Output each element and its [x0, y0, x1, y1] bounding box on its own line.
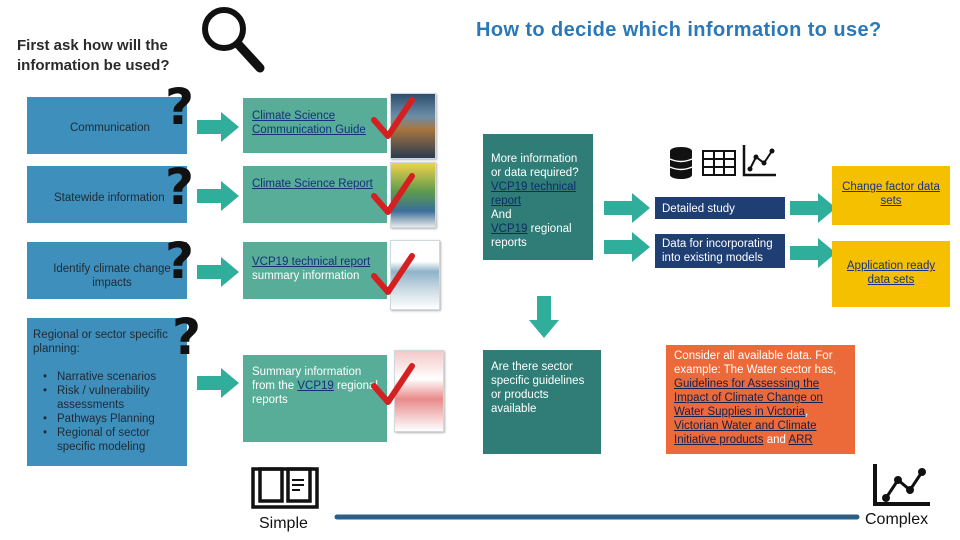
- line-chart-icon: [873, 464, 930, 506]
- technical-report-thumbnail[interactable]: [390, 240, 440, 310]
- arrow-icon: [197, 368, 239, 398]
- check-icon: [371, 253, 415, 295]
- consider-text: Consider all available data. For example…: [674, 350, 837, 376]
- and-text: and: [763, 434, 789, 446]
- scale-line: [334, 514, 860, 520]
- consider-data-box: Consider all available data. For example…: [666, 345, 855, 454]
- change-factor-data-sets-link[interactable]: Change factor data sets: [842, 181, 940, 207]
- regional-summary-box: Summary information from the VCP19 regio…: [243, 355, 387, 442]
- page-title: How to decide which information to use?: [476, 19, 882, 41]
- arrow-icon: [604, 232, 650, 262]
- vcp19-link[interactable]: VCP19: [297, 380, 334, 392]
- complex-label: Complex: [865, 511, 929, 528]
- check-icon: [371, 363, 415, 405]
- list-item: Risk / vulnerability assessments: [43, 384, 183, 412]
- application-ready-data-sets-link[interactable]: Application ready data sets: [846, 260, 936, 286]
- arrow-icon: [604, 193, 650, 223]
- book-icon: [251, 467, 319, 509]
- incorporating-models-box: Data for incorporating into existing mod…: [655, 234, 785, 268]
- arrow-icon: [197, 181, 239, 211]
- report-box: Climate Science Report: [243, 166, 387, 223]
- arrow-icon: [790, 193, 836, 223]
- more-info-box: More information or data required? VCP19…: [483, 134, 593, 260]
- magnifier-icon: [202, 7, 265, 73]
- summary-pre-text: Summary information from the: [252, 366, 362, 392]
- incorporating-models-label: Data for incorporating into existing mod…: [662, 238, 773, 264]
- vcp19-technical-report-link[interactable]: VCP19 technical report: [491, 181, 577, 207]
- summary-post-text: regional reports: [252, 380, 378, 406]
- arrow-icon: [529, 296, 559, 338]
- arrow-icon: [790, 238, 836, 268]
- guide-box: Climate Science Communication Guide: [243, 98, 387, 153]
- regional-planning-list: Narrative scenarios Risk / vulnerability…: [33, 370, 183, 454]
- database-icon: [669, 147, 693, 179]
- detailed-study-label: Detailed study: [662, 203, 735, 215]
- list-item: Narrative scenarios: [43, 370, 183, 384]
- regional-planning-title: Regional or sector specific planning:: [33, 329, 168, 355]
- statewide-label: Statewide information: [54, 192, 165, 204]
- line-chart-icon: [742, 145, 776, 177]
- communication-box: Communication: [27, 97, 187, 154]
- application-ready-box: Application ready data sets: [832, 241, 950, 307]
- vcp19-technical-report-link[interactable]: VCP19 technical report: [252, 256, 371, 268]
- first-ask-text: First ask how will the information be us…: [17, 37, 170, 74]
- list-item: Regional of sector specific modeling: [43, 426, 183, 454]
- vcp19-summary-text: summary information: [252, 270, 360, 282]
- check-icon: [371, 173, 415, 215]
- climate-science-report-link[interactable]: Climate Science Report: [252, 178, 373, 190]
- sector-guidelines-box: Are there sector specific guidelines or …: [483, 350, 601, 454]
- regional-reports-text: regional reports: [491, 223, 572, 249]
- and-text: And: [491, 209, 512, 221]
- vcp19-summary-box: VCP19 technical report summary informati…: [243, 242, 387, 299]
- check-icon: [371, 97, 415, 139]
- statewide-box: Statewide information: [27, 166, 187, 223]
- more-info-text: More information or data required?: [491, 153, 579, 179]
- vwci-products-link[interactable]: Victorian Water and Climate Initiative p…: [674, 420, 817, 446]
- question-mark-icon: ?: [172, 308, 202, 366]
- regional-planning-box: Regional or sector specific planning: Na…: [27, 318, 187, 466]
- vcp19-link[interactable]: VCP19: [491, 223, 528, 235]
- communication-label: Communication: [70, 122, 150, 134]
- question-mark-icon: ?: [165, 232, 195, 290]
- arrow-icon: [197, 257, 239, 287]
- detailed-study-box: Detailed study: [655, 197, 785, 219]
- separator-text: ,: [805, 406, 809, 418]
- identify-impacts-label: Identify climate change impacts: [53, 263, 171, 289]
- climate-science-communication-guide-link[interactable]: Climate Science Communication Guide: [252, 110, 366, 136]
- regional-report-thumbnail[interactable]: [394, 350, 444, 432]
- guidelines-link[interactable]: Guidelines for Assessing the Impact of C…: [674, 378, 823, 418]
- change-factor-box: Change factor data sets: [832, 166, 950, 225]
- table-icon: [702, 150, 736, 176]
- sector-guidelines-text: Are there sector specific guidelines or …: [491, 361, 585, 415]
- simple-label: Simple: [259, 515, 308, 532]
- arr-link[interactable]: ARR: [788, 434, 813, 446]
- list-item: Pathways Planning: [43, 412, 183, 426]
- question-mark-icon: ?: [165, 158, 195, 216]
- identify-impacts-box: Identify climate change impacts: [27, 242, 187, 299]
- arrow-icon: [197, 112, 239, 142]
- question-mark-icon: ?: [165, 78, 195, 136]
